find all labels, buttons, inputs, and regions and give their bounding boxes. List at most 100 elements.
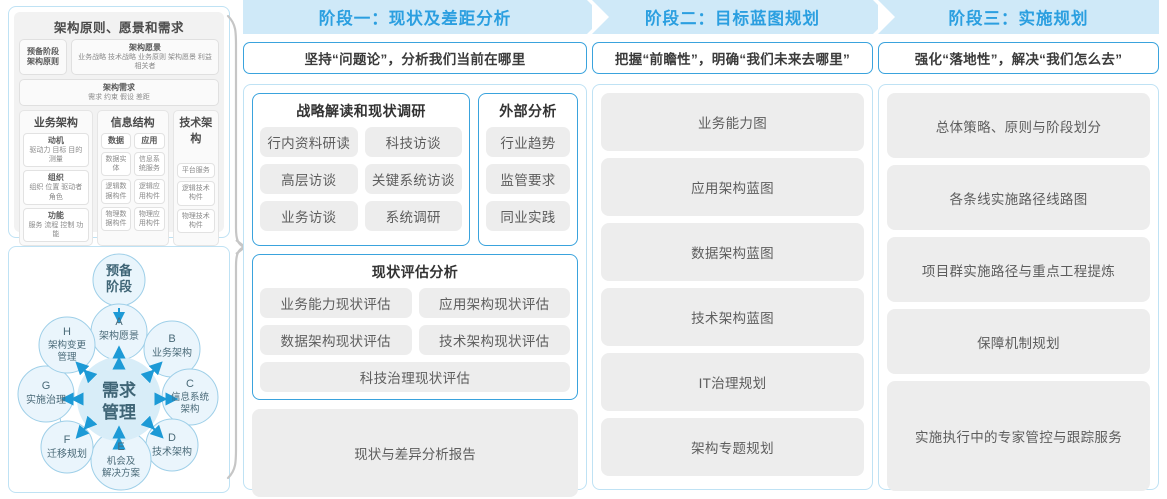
requirements-sub: 需求 约束 假设 差距 [88, 94, 150, 102]
svg-text:D: D [168, 432, 176, 444]
external-analysis-title: 外部分析 [499, 103, 557, 119]
strategy-survey-title: 战略解读和现状调研 [296, 103, 426, 119]
phase-3-body: 总体策略、原则与阶段划分 各条线实施路径线路图 项目群实施路径与重点工程提炼 保… [878, 84, 1159, 491]
assessment-row-3: 科技治理现状评估 [260, 362, 570, 392]
implementation-block[interactable]: 项目群实施路径与重点工程提炼 [887, 237, 1150, 302]
togaf-framework-card: 架构原则、愿景和需求 预备阶段 架构原则 架构愿景 业务战略 技术战略 业务原则… [8, 6, 230, 287]
svg-text:管理: 管理 [102, 402, 136, 422]
blueprint-block[interactable]: IT治理规划 [601, 353, 864, 411]
svg-text:架构变更: 架构变更 [48, 339, 87, 351]
framework-column-information: 信息结构 数据 数据实体 逻辑数据构件 物理数据构件 应用 信息系统服务 逻辑应… [96, 110, 169, 246]
information-column-title: 信息结构 [110, 117, 155, 130]
phase-1-header-text: 阶段一：现状及差距分析 [318, 10, 512, 28]
business-group-function: 功能 服务 流程 控制 功能 [23, 207, 89, 242]
svg-text:解决方案: 解决方案 [102, 467, 141, 479]
information-subcolumn-application: 应用 信息系统服务 逻辑应用构件 物理应用构件 [134, 133, 165, 231]
assessment-row-1: 业务能力现状评估 应用架构现状评估 [260, 288, 570, 318]
togaf-reference-panel: 架构原则、愿景和需求 预备阶段 架构原则 架构愿景 业务战略 技术战略 业务原则… [8, 6, 230, 493]
framework-domain-columns: 业务架构 动机 驱动力 目标 目的 测量 组织 组织 位置 驱动者 角色 功能 … [19, 110, 219, 246]
svg-text:架构: 架构 [180, 403, 199, 415]
assessment-chip[interactable]: 数据架构现状评估 [260, 325, 412, 355]
svg-text:B: B [168, 333, 175, 345]
phase-3-header: 阶段三：实施规划 [878, 0, 1159, 34]
phase-3-header-text: 阶段三：实施规划 [948, 10, 1089, 28]
phase-1-subheader: 坚持“问题论”，分析我们当前在哪里 [243, 42, 587, 74]
strategy-survey-card: 战略解读和现状调研 行内资料研读 科技访谈 高层访谈 关键系统访谈 业务访谈 系… [252, 93, 470, 246]
framework-column-business: 业务架构 动机 驱动力 目标 目的 测量 组织 组织 位置 驱动者 角色 功能 … [19, 110, 93, 246]
svg-text:业务架构: 业务架构 [152, 346, 192, 359]
svg-text:阶段: 阶段 [106, 279, 132, 294]
prep-line1: 预备阶段 [27, 47, 59, 57]
blueprint-block[interactable]: 数据架构蓝图 [601, 223, 864, 281]
phase-column-2: 阶段二：目标蓝图规划 把握“前瞻性”，明确“我们未来去哪里” 业务能力图 应用架… [592, 0, 890, 490]
phase-2-subheader: 把握“前瞻性”，明确“我们未来去哪里” [592, 42, 873, 74]
blueprint-block[interactable]: 应用架构蓝图 [601, 158, 864, 216]
vision-head: 架构愿景 [129, 43, 161, 52]
assessment-chip[interactable]: 应用架构现状评估 [418, 288, 570, 318]
phase-1-body: 战略解读和现状调研 行内资料研读 科技访谈 高层访谈 关键系统访谈 业务访谈 系… [243, 84, 587, 497]
adm-cycle-diagram: 预备 阶段 A 架构愿景 B 业务架构 C 信息系统 架构 D 技术架构 E 机… [8, 246, 230, 493]
phase-2-header: 阶段二：目标蓝图规划 [592, 0, 890, 34]
gap-analysis-report-block[interactable]: 现状与差异分析报告 [252, 409, 578, 497]
external-analysis-card: 外部分析 行业趋势 监管要求 同业实践 [478, 93, 578, 246]
prep-line2: 架构原则 [27, 57, 59, 67]
business-group-motivation: 动机 驱动力 目标 目的 测量 [23, 133, 89, 168]
framework-requirements-row: 架构需求 需求 约束 假设 差距 [19, 79, 219, 107]
framework-vision-row: 预备阶段 架构原则 架构愿景 业务战略 技术战略 业务原则 架构愿景 利益相关者 [19, 39, 219, 76]
blueprint-block[interactable]: 架构专题规划 [601, 418, 864, 476]
implementation-block[interactable]: 各条线实施路径线路图 [887, 165, 1150, 230]
phase-column-3: 阶段三：实施规划 强化“落地性”，解决“我们怎么去” 总体策略、原则与阶段划分 … [878, 0, 1159, 491]
survey-chip[interactable]: 科技访谈 [364, 127, 462, 157]
implementation-block[interactable]: 实施执行中的专家管控与跟踪服务 [887, 381, 1150, 491]
framework-prep-cell: 预备阶段 架构原则 [19, 39, 67, 76]
phase-3-subheader: 强化“落地性”，解决“我们怎么去” [878, 42, 1159, 74]
implementation-block[interactable]: 保障机制规划 [887, 309, 1150, 374]
framework-column-technology: 技术架构 平台服务 逻辑技术构件 物理技术构件 [172, 110, 219, 246]
survey-chip[interactable]: 高层访谈 [260, 164, 358, 194]
blueprint-block[interactable]: 技术架构蓝图 [601, 288, 864, 346]
survey-row-1: 行内资料研读 科技访谈 [260, 127, 462, 157]
external-chip[interactable]: 行业趋势 [486, 127, 570, 157]
external-chip[interactable]: 监管要求 [486, 164, 570, 194]
framework-requirements-cell: 架构需求 需求 约束 假设 差距 [19, 79, 219, 107]
blueprint-block[interactable]: 业务能力图 [601, 93, 864, 151]
ribbon-notch-left-icon [592, 0, 609, 34]
assessment-chip[interactable]: 技术架构现状评估 [418, 325, 570, 355]
implementation-block[interactable]: 总体策略、原则与阶段划分 [887, 93, 1150, 158]
svg-text:技术架构: 技术架构 [152, 445, 192, 458]
phase-1-header: 阶段一：现状及差距分析 [243, 0, 604, 34]
svg-text:实施治理: 实施治理 [26, 393, 66, 406]
business-column-title: 业务架构 [33, 117, 78, 130]
phase-column-1: 阶段一：现状及差距分析 坚持“问题论”，分析我们当前在哪里 战略解读和现状调研 … [243, 0, 604, 497]
survey-chip[interactable]: 系统调研 [364, 201, 462, 231]
phase-2-body: 业务能力图 应用架构蓝图 数据架构蓝图 技术架构蓝图 IT治理规划 架构专题规划 [592, 84, 873, 490]
technology-column-title: 技术架构 [179, 117, 213, 146]
svg-text:F: F [64, 434, 71, 446]
assessment-chip[interactable]: 科技治理现状评估 [260, 362, 570, 392]
svg-text:H: H [63, 326, 71, 338]
ribbon-notch-left-icon [878, 0, 895, 34]
assessment-row-2: 数据架构现状评估 技术架构现状评估 [260, 325, 570, 355]
phase-2-header-text: 阶段二：目标蓝图规划 [645, 10, 820, 28]
svg-text:需求: 需求 [102, 380, 136, 400]
survey-row-3: 业务访谈 系统调研 [260, 201, 462, 231]
svg-text:迁移规划: 迁移规划 [47, 447, 87, 460]
svg-text:信息系统: 信息系统 [171, 391, 210, 403]
external-chip[interactable]: 同业实践 [486, 201, 570, 231]
survey-chip[interactable]: 行内资料研读 [260, 127, 358, 157]
svg-text:机会及: 机会及 [107, 455, 136, 467]
survey-chip[interactable]: 关键系统访谈 [364, 164, 462, 194]
survey-row-2: 高层访谈 关键系统访谈 [260, 164, 462, 194]
requirements-head: 架构需求 [103, 83, 135, 93]
survey-chip[interactable]: 业务访谈 [260, 201, 358, 231]
current-state-assessment-card: 现状评估分析 业务能力现状评估 应用架构现状评估 数据架构现状评估 技术架构现状… [252, 254, 578, 400]
svg-text:C: C [186, 378, 194, 390]
svg-text:架构愿景: 架构愿景 [99, 329, 139, 342]
assessment-chip[interactable]: 业务能力现状评估 [260, 288, 412, 318]
information-subcolumn-data: 数据 数据实体 逻辑数据构件 物理数据构件 [100, 133, 132, 231]
vision-sub: 业务战略 技术战略 业务原则 架构愿景 利益相关者 [78, 54, 212, 71]
svg-text:预备: 预备 [106, 263, 133, 278]
assessment-title: 现状评估分析 [371, 264, 459, 280]
svg-text:A: A [115, 316, 123, 328]
framework-title: 架构原则、愿景和需求 [53, 21, 184, 35]
